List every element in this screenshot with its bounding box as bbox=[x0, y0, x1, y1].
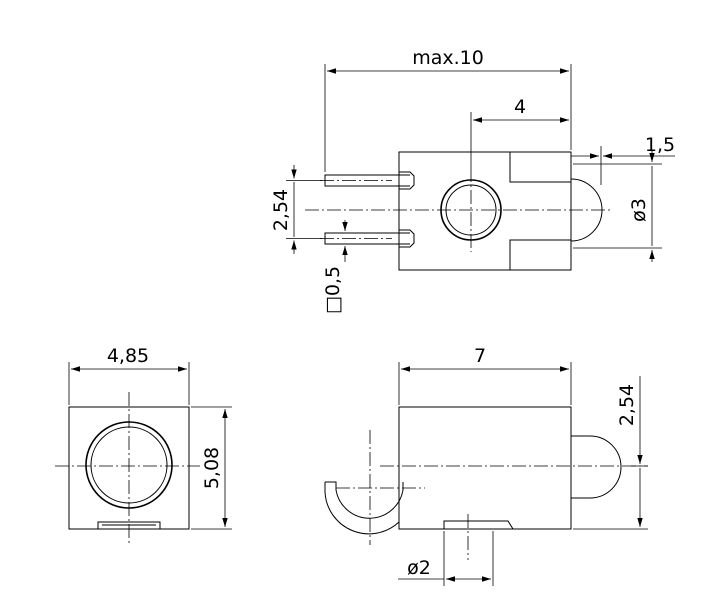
dim-side-axis-height: 2,54 bbox=[573, 376, 648, 530]
dim-dome-diameter: ø3 bbox=[573, 150, 662, 262]
side-view: 7 2,54 ø2 bbox=[324, 345, 648, 586]
dim-front-width: 4,85 bbox=[68, 345, 190, 405]
dim-pin-square: □0,5 bbox=[322, 220, 348, 314]
dim-dome-protrusion-label: 1,5 bbox=[645, 134, 675, 156]
side-body-outline bbox=[398, 406, 572, 530]
dim-front-height: 5,08 bbox=[191, 406, 232, 530]
dim-pin-pitch: 2,54 bbox=[270, 165, 322, 254]
dim-dome-protrusion: 1,5 bbox=[571, 134, 675, 185]
dim-hole-diameter: ø2 bbox=[398, 531, 494, 586]
side-bent-pin-inner bbox=[324, 482, 400, 535]
top-body-outline bbox=[398, 151, 572, 271]
dim-side-axis-height-label: 2,54 bbox=[616, 384, 638, 426]
side-dome bbox=[571, 435, 622, 499]
top-view: max.10 4 1,5 ø3 bbox=[270, 47, 675, 314]
dim-side-length: 7 bbox=[398, 345, 572, 405]
dim-dome-diameter-label: ø3 bbox=[628, 198, 650, 222]
dim-lens-offset-label: 4 bbox=[514, 96, 526, 118]
dim-side-length-label: 7 bbox=[474, 345, 486, 367]
dim-front-width-label: 4,85 bbox=[107, 345, 149, 367]
dim-pin-square-label: □0,5 bbox=[322, 266, 344, 314]
dim-front-height-label: 5,08 bbox=[201, 447, 223, 489]
side-bent-pin-outer bbox=[325, 481, 404, 519]
dim-lens-offset: 4 bbox=[470, 96, 569, 168]
dim-overall-width-label: max.10 bbox=[412, 47, 484, 69]
front-foot bbox=[97, 521, 161, 529]
dim-hole-diameter-label: ø2 bbox=[407, 557, 431, 579]
front-view: 4,85 5,08 bbox=[55, 345, 232, 545]
side-foot bbox=[443, 520, 514, 530]
dim-pin-pitch-label: 2,54 bbox=[270, 189, 292, 231]
dim-overall-width: max.10 bbox=[324, 47, 572, 172]
top-lower-slot bbox=[509, 239, 571, 270]
top-upper-slot bbox=[509, 152, 571, 183]
